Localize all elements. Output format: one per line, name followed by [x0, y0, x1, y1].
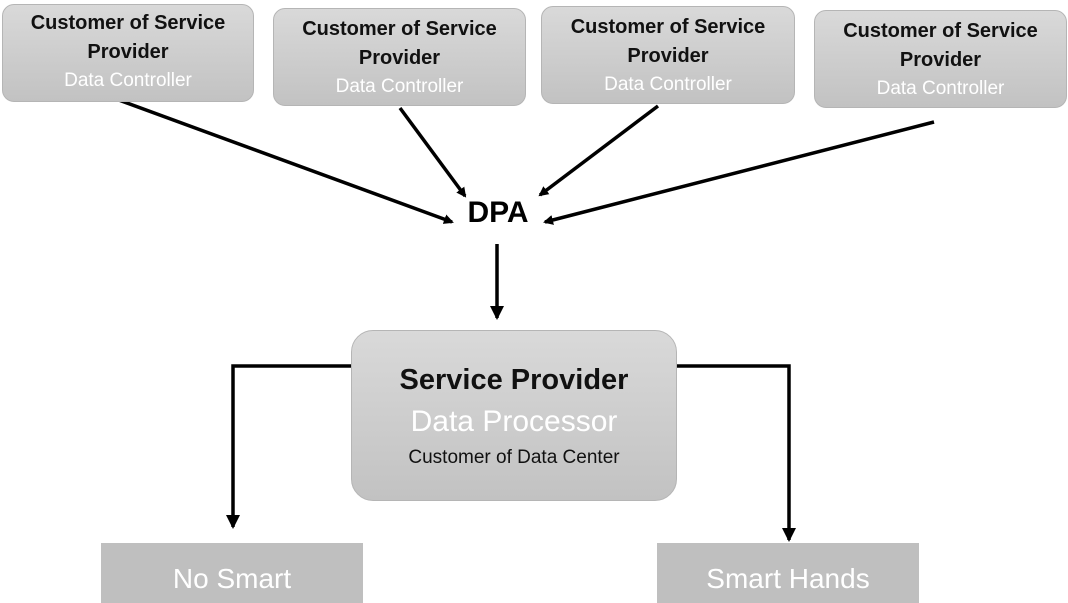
smart-hands-box: Smart Hands	[657, 543, 919, 603]
customer-box-4: Customer of Service Provider Data Contro…	[814, 10, 1067, 108]
customer-title-line1: Customer of Service	[30, 12, 226, 34]
customer-box-1: Customer of Service Provider Data Contro…	[2, 4, 254, 102]
customer-title-line1: Customer of Service	[843, 19, 1038, 42]
arrow-c3-to-dpa	[538, 104, 660, 197]
arrow-sp-to-smart-hands	[677, 364, 796, 542]
customer-title-line1: Customer of Service	[302, 17, 497, 40]
arrow-c1-to-dpa	[115, 97, 454, 224]
customer-title-line2: Provider	[627, 44, 709, 67]
connector-arrows	[115, 97, 935, 542]
customer-role: Data Controller	[876, 77, 1005, 99]
customer-title-line2: Provider	[899, 48, 982, 71]
no-smart-label: No Smart	[172, 563, 292, 594]
customer-role: Data Controller	[335, 75, 464, 97]
arrow-c4-to-dpa	[543, 120, 935, 225]
customer-box-3: Customer of Service Provider Data Contro…	[541, 6, 795, 104]
arrow-sp-to-no-smart	[226, 364, 351, 529]
customer-title-line2: Provider	[358, 46, 441, 69]
service-provider-box: Service Provider Data Processor Customer…	[351, 330, 677, 501]
no-smart-box: No Smart	[101, 543, 363, 603]
dpa-label: DPA	[467, 196, 529, 229]
customer-title-line1: Customer of Service	[570, 15, 766, 38]
smart-hands-label: Smart Hands	[706, 563, 870, 594]
service-provider-title: Service Provider	[399, 363, 629, 396]
customer-box-2: Customer of Service Provider Data Contro…	[273, 8, 526, 106]
customer-role: Data Controller	[604, 73, 732, 95]
service-provider-subtitle: Customer of Data Center	[408, 446, 620, 468]
arrow-c2-to-dpa	[398, 106, 467, 198]
customer-role: Data Controller	[64, 70, 192, 91]
customer-title-line2: Provider	[87, 41, 169, 63]
service-provider-role: Data Processor	[410, 404, 618, 438]
gdpr-role-diagram: Customer of Service Provider Data Contro…	[2, 4, 1067, 603]
